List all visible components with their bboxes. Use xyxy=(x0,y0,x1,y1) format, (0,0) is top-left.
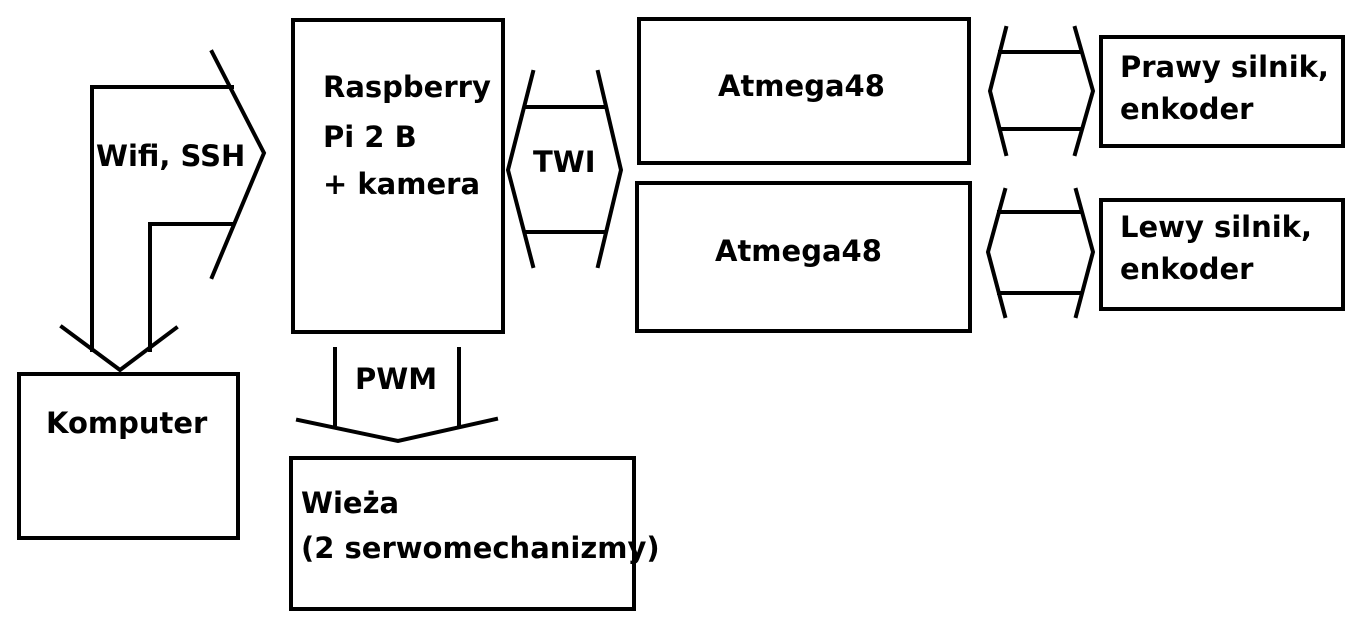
raspberry-pi-label-line3: + kamera xyxy=(323,167,481,201)
atmega-top-label: Atmega48 xyxy=(718,69,885,103)
atmega-bottom-box xyxy=(635,181,972,333)
turret-label-line2: (2 serwomechanizmy) xyxy=(301,531,660,565)
raspberry-pi-label-line2: Pi 2 B xyxy=(323,120,417,154)
atmega-bottom-label: Atmega48 xyxy=(715,234,882,268)
pwm-label: PWM xyxy=(355,362,438,396)
right-motor-label-line1: Prawy silnik, xyxy=(1120,50,1329,84)
pwm-arrow xyxy=(295,347,499,444)
right-motor-bus-arrow xyxy=(987,25,1096,157)
wifi-ssh-label: Wifi, SSH xyxy=(96,139,246,173)
raspberry-pi-box xyxy=(291,18,505,334)
left-motor-box xyxy=(1099,198,1345,311)
twi-bus-arrow xyxy=(505,69,624,269)
raspberry-pi-label-line1: Raspberry xyxy=(323,70,491,104)
right-motor-box xyxy=(1099,35,1345,148)
left-motor-label-line1: Lewy silnik, xyxy=(1120,210,1312,244)
computer-box xyxy=(17,372,240,540)
turret-label-line1: Wieża xyxy=(301,486,400,520)
right-motor-label-line2: enkoder xyxy=(1120,92,1254,126)
computer-label: Komputer xyxy=(46,406,208,440)
left-motor-bus-arrow xyxy=(985,187,1096,319)
turret-box xyxy=(289,456,636,611)
left-motor-label-line2: enkoder xyxy=(1120,252,1254,286)
wifi-ssh-arrow xyxy=(59,49,267,373)
twi-label: TWI xyxy=(533,145,596,179)
atmega-top-box xyxy=(637,17,971,165)
